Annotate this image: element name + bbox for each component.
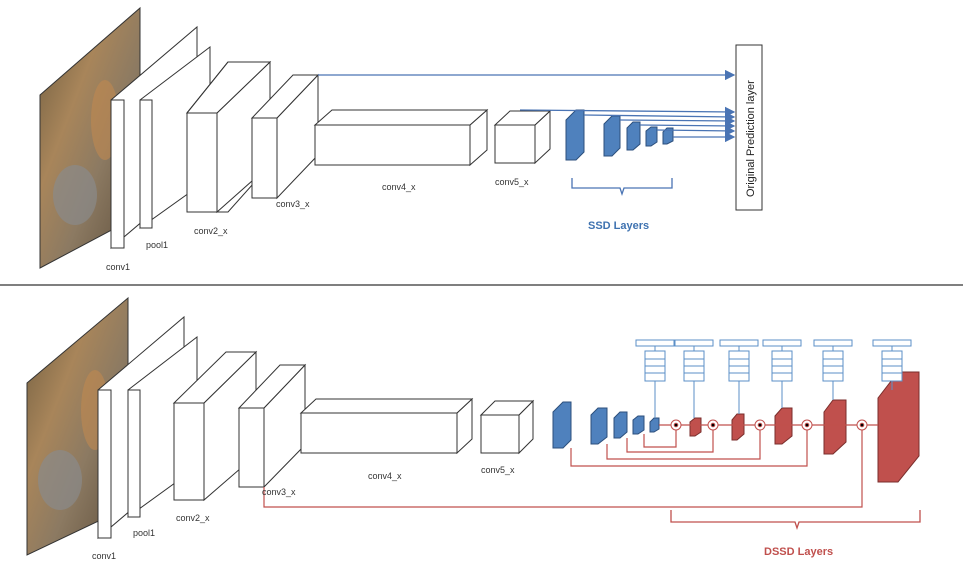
ssd-blocks	[565, 109, 674, 161]
conv2-label-bottom: conv2_x	[176, 513, 210, 523]
conv4-label: conv4_x	[382, 182, 416, 192]
dssd-brace	[670, 510, 921, 531]
bottom-panel: DSSD Layers conv1 pool1 conv2_x conv3_x …	[26, 296, 921, 561]
pool1-label: pool1	[146, 240, 168, 250]
conv3-label-bottom: conv3_x	[262, 487, 296, 497]
conv4-block-bottom	[299, 397, 474, 455]
conv1-label-bottom: conv1	[92, 551, 116, 561]
prediction-modules	[635, 339, 912, 418]
prediction-module-5	[813, 339, 853, 400]
top-panel: Original Prediction layer SSD Layers con…	[39, 6, 763, 272]
pool1-label-bottom: pool1	[133, 528, 155, 538]
conv3-label: conv3_x	[276, 199, 310, 209]
ssd-arrows	[318, 69, 736, 143]
conv3-block	[250, 73, 320, 200]
ssd-blocks-bottom	[552, 401, 660, 449]
conv3-block-bottom	[237, 363, 307, 489]
conv1-label: conv1	[106, 262, 130, 272]
ssd-layers-label: SSD Layers	[588, 220, 649, 232]
skip-connections	[263, 430, 863, 508]
conv5-label: conv5_x	[495, 177, 529, 187]
dssd-layers-label: DSSD Layers	[764, 546, 833, 558]
conv5-block	[493, 109, 552, 165]
ssd-brace	[571, 178, 673, 197]
conv2-block	[185, 60, 272, 214]
prediction-layer-label: Original Prediction layer	[745, 80, 757, 197]
prediction-module-6	[872, 339, 912, 390]
conv2-label: conv2_x	[194, 226, 228, 236]
prediction-module-3	[719, 339, 759, 414]
conv5-label-bottom: conv5_x	[481, 465, 515, 475]
prediction-layer-box: Original Prediction layer	[735, 44, 763, 211]
dssd-blocks	[689, 371, 920, 483]
conv4-label-bottom: conv4_x	[368, 471, 402, 481]
conv5-block-bottom	[479, 399, 535, 455]
prediction-module-1	[635, 339, 675, 418]
prediction-module-4	[762, 339, 802, 408]
conv4-block	[313, 108, 489, 167]
prediction-module-2	[674, 339, 714, 418]
